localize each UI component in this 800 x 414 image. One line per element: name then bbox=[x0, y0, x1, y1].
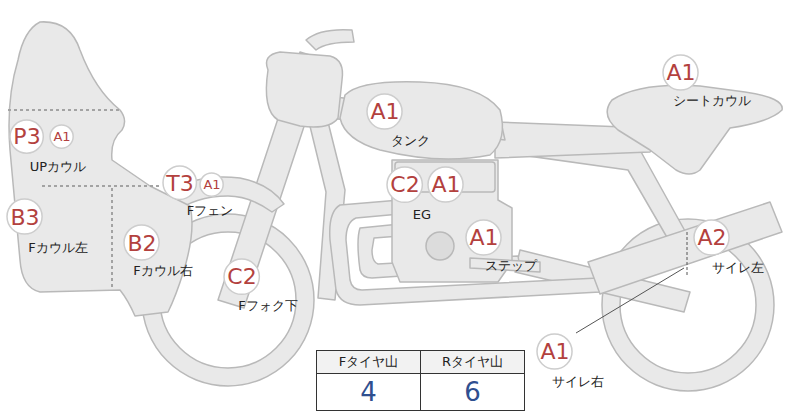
circle-shape bbox=[694, 220, 729, 255]
damage-code-circle: C2Fフォク下 bbox=[223, 258, 260, 295]
damage-code-circle: B3Fカウル左 bbox=[6, 198, 43, 235]
damage-code: A1 bbox=[536, 333, 573, 370]
cowl-division-line bbox=[42, 185, 160, 187]
table-header: Fタイヤ山 bbox=[316, 350, 421, 374]
leader-line bbox=[687, 232, 688, 276]
damage-code-circle: P3UPカウル bbox=[9, 119, 44, 154]
circle-shape bbox=[224, 259, 259, 294]
part-label: Fフォク下 bbox=[238, 297, 297, 315]
part-label: Fフェン bbox=[187, 202, 233, 220]
damage-code-circle: B2Fカウル右 bbox=[123, 224, 160, 261]
damage-code: A1 bbox=[199, 172, 224, 197]
damage-code-circle: A1 bbox=[427, 166, 464, 203]
circle-shape bbox=[387, 167, 422, 202]
circle-shape bbox=[10, 120, 43, 153]
damage-code: A1 bbox=[465, 219, 502, 256]
damage-code: A1 bbox=[427, 166, 464, 203]
damage-code-circle: C2EG bbox=[386, 166, 423, 203]
engine-cover bbox=[426, 232, 454, 260]
table-value: 4 bbox=[316, 373, 421, 411]
circle-shape bbox=[163, 166, 196, 199]
damage-code-circle: T3Fフェン bbox=[162, 165, 197, 200]
part-label: ステップ bbox=[485, 257, 537, 275]
damage-code-circle: A1サイレ右 bbox=[536, 333, 573, 370]
cowl-division-line bbox=[111, 188, 113, 290]
small-damage-circle: A1 bbox=[49, 124, 74, 149]
damage-code: B3 bbox=[6, 198, 43, 235]
part-label: Fカウル左 bbox=[28, 239, 87, 257]
front-cowl bbox=[9, 22, 192, 316]
headlight bbox=[266, 52, 342, 127]
damage-code-circle: A2サイレ左 bbox=[693, 219, 730, 256]
damage-code: A2 bbox=[693, 219, 730, 256]
table-value: 6 bbox=[420, 373, 525, 411]
muffler bbox=[588, 202, 782, 294]
damage-code: T3 bbox=[162, 165, 197, 200]
circle-shape bbox=[50, 125, 73, 148]
cowl-division-line bbox=[8, 109, 120, 111]
part-label: サイレ右 bbox=[552, 373, 604, 391]
circle-shape bbox=[428, 167, 463, 202]
damage-code-circle: A1シートカウル bbox=[662, 54, 699, 91]
damage-code: C2 bbox=[386, 166, 423, 203]
damage-code: P3 bbox=[9, 119, 44, 154]
part-label: シートカウル bbox=[673, 92, 751, 110]
circle-shape bbox=[200, 173, 223, 196]
circle-shape bbox=[124, 225, 159, 260]
part-label: UPカウル bbox=[30, 158, 86, 176]
damage-code-circle: A1タンク bbox=[366, 93, 403, 130]
part-label: タンク bbox=[391, 132, 430, 150]
small-damage-circle: A1 bbox=[199, 172, 224, 197]
part-label: Fカウル右 bbox=[133, 262, 192, 280]
circle-shape bbox=[466, 220, 501, 255]
damage-code: B2 bbox=[123, 224, 160, 261]
damage-code-circle: A1ステップ bbox=[465, 219, 502, 256]
damage-code: A1 bbox=[49, 124, 74, 149]
leader-line bbox=[576, 268, 684, 333]
damage-code: A1 bbox=[366, 93, 403, 130]
part-label: EG bbox=[413, 206, 431, 221]
damage-code: C2 bbox=[223, 258, 260, 295]
fuel-tank bbox=[340, 82, 502, 159]
circle-shape bbox=[663, 55, 698, 90]
damage-code: A1 bbox=[662, 54, 699, 91]
circle-shape bbox=[367, 94, 402, 129]
table-header: Rタイヤ山 bbox=[420, 350, 525, 374]
handlebar bbox=[306, 30, 354, 50]
circle-shape bbox=[7, 199, 42, 234]
part-label: サイレ左 bbox=[712, 259, 764, 277]
circle-shape bbox=[537, 334, 572, 369]
seat-cowl bbox=[607, 85, 782, 174]
